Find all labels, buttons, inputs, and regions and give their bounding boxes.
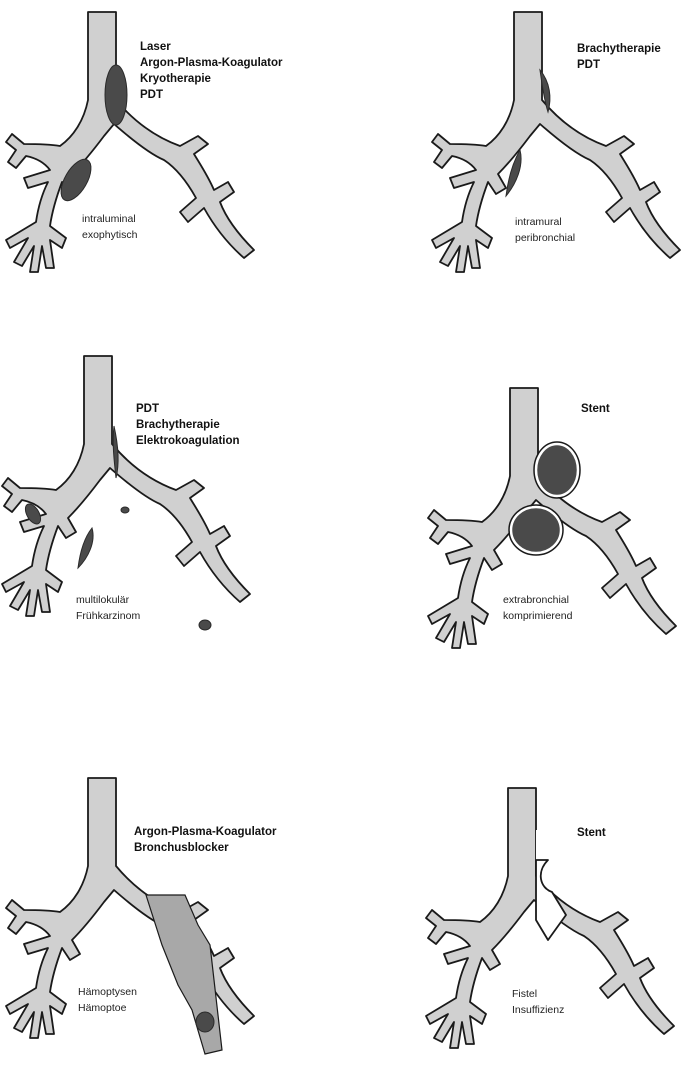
p6-description-2: Insuffizienz xyxy=(512,1004,564,1016)
panel-5-diagram xyxy=(6,778,254,1054)
p2-treatment-1: Brachytherapie xyxy=(577,43,661,55)
p1-treatment-1: Laser xyxy=(140,41,171,53)
p1-description-1: intraluminal xyxy=(82,213,136,225)
p4-description-2: komprimierend xyxy=(503,610,573,622)
p6-description-1: Fistel xyxy=(512,988,537,1000)
p5-description-1: Hämoptysen xyxy=(78,986,137,998)
p3-treatment-1: PDT xyxy=(136,403,159,415)
lesion-intraluminal-trachea xyxy=(105,65,127,125)
p6-treatment-1: Stent xyxy=(577,827,606,839)
mass-extrabronchial-carina xyxy=(511,507,561,553)
mass-extrabronchial-upper xyxy=(536,444,578,496)
p3-description-2: Frühkarzinom xyxy=(76,610,140,622)
p4-description-1: extrabronchial xyxy=(503,594,569,606)
lesion-left-bronchus xyxy=(78,528,93,568)
bronchial-tree-5 xyxy=(6,778,254,1038)
bronchial-tree-3 xyxy=(2,356,250,616)
p1-treatment-4: PDT xyxy=(140,89,163,101)
panel-3-diagram xyxy=(2,356,250,630)
lesion-distal xyxy=(199,620,211,630)
p4-treatment-1: Stent xyxy=(581,403,610,415)
lesion-bleeding xyxy=(196,1012,214,1032)
lesion-carina-spot xyxy=(121,507,129,513)
p2-description-1: intramural xyxy=(515,216,562,228)
p2-description-2: peribronchial xyxy=(515,232,575,244)
p5-treatment-1: Argon-Plasma-Koagulator xyxy=(134,826,277,838)
p3-treatment-3: Elektrokoagulation xyxy=(136,435,240,447)
p1-treatment-3: Kryotherapie xyxy=(140,73,211,85)
p5-description-2: Hämoptoe xyxy=(78,1002,127,1014)
p3-treatment-2: Brachytherapie xyxy=(136,419,220,431)
panel-4-diagram xyxy=(428,388,676,648)
p3-description-1: multilokulär xyxy=(76,594,130,606)
p1-description-2: exophytisch xyxy=(82,229,138,241)
p1-treatment-2: Argon-Plasma-Koagulator xyxy=(140,57,283,69)
p5-treatment-2: Bronchusblocker xyxy=(134,842,229,854)
p2-treatment-2: PDT xyxy=(577,59,600,71)
